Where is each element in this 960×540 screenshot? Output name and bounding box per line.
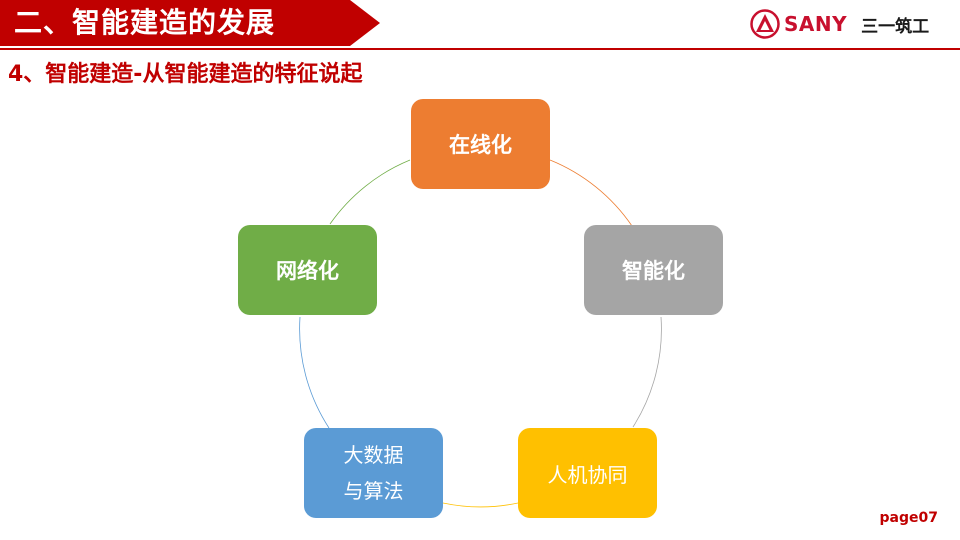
logo-company-name: 三一筑工 bbox=[861, 16, 930, 37]
sany-logo: SANY 三一筑工 bbox=[750, 8, 929, 40]
node-network-label: 网络化 bbox=[276, 259, 339, 283]
section-subtitle: 4、智能建造-从智能建造的特征说起 bbox=[8, 62, 363, 87]
arc-human-machine-to-bigdata bbox=[442, 502, 519, 508]
arc-intelligent-to-human-machine bbox=[632, 316, 662, 428]
node-bigdata-label-line2: 与算法 bbox=[343, 479, 404, 503]
logo-brand-text: SANY bbox=[784, 12, 848, 36]
node-human-machine: 人机协同 bbox=[518, 428, 657, 518]
node-bigdata: 大数据 与算法 bbox=[304, 428, 443, 518]
header-divider bbox=[0, 48, 960, 50]
page-title: 二、智能建造的发展 bbox=[14, 6, 276, 39]
arc-bigdata-to-network bbox=[299, 316, 330, 429]
arc-online-to-intelligent bbox=[549, 159, 633, 227]
arc-network-to-online bbox=[329, 159, 411, 225]
header-banner bbox=[0, 0, 380, 46]
node-online: 在线化 bbox=[411, 99, 550, 189]
node-intelligent: 智能化 bbox=[584, 225, 723, 315]
page-number: page07 bbox=[879, 510, 938, 526]
node-network: 网络化 bbox=[238, 225, 377, 315]
sany-logo-icon bbox=[750, 9, 780, 39]
node-online-label: 在线化 bbox=[449, 133, 512, 157]
node-bigdata-label-line1: 大数据 bbox=[343, 443, 404, 467]
node-intelligent-label: 智能化 bbox=[622, 259, 685, 283]
node-human-machine-label: 人机协同 bbox=[547, 462, 628, 487]
